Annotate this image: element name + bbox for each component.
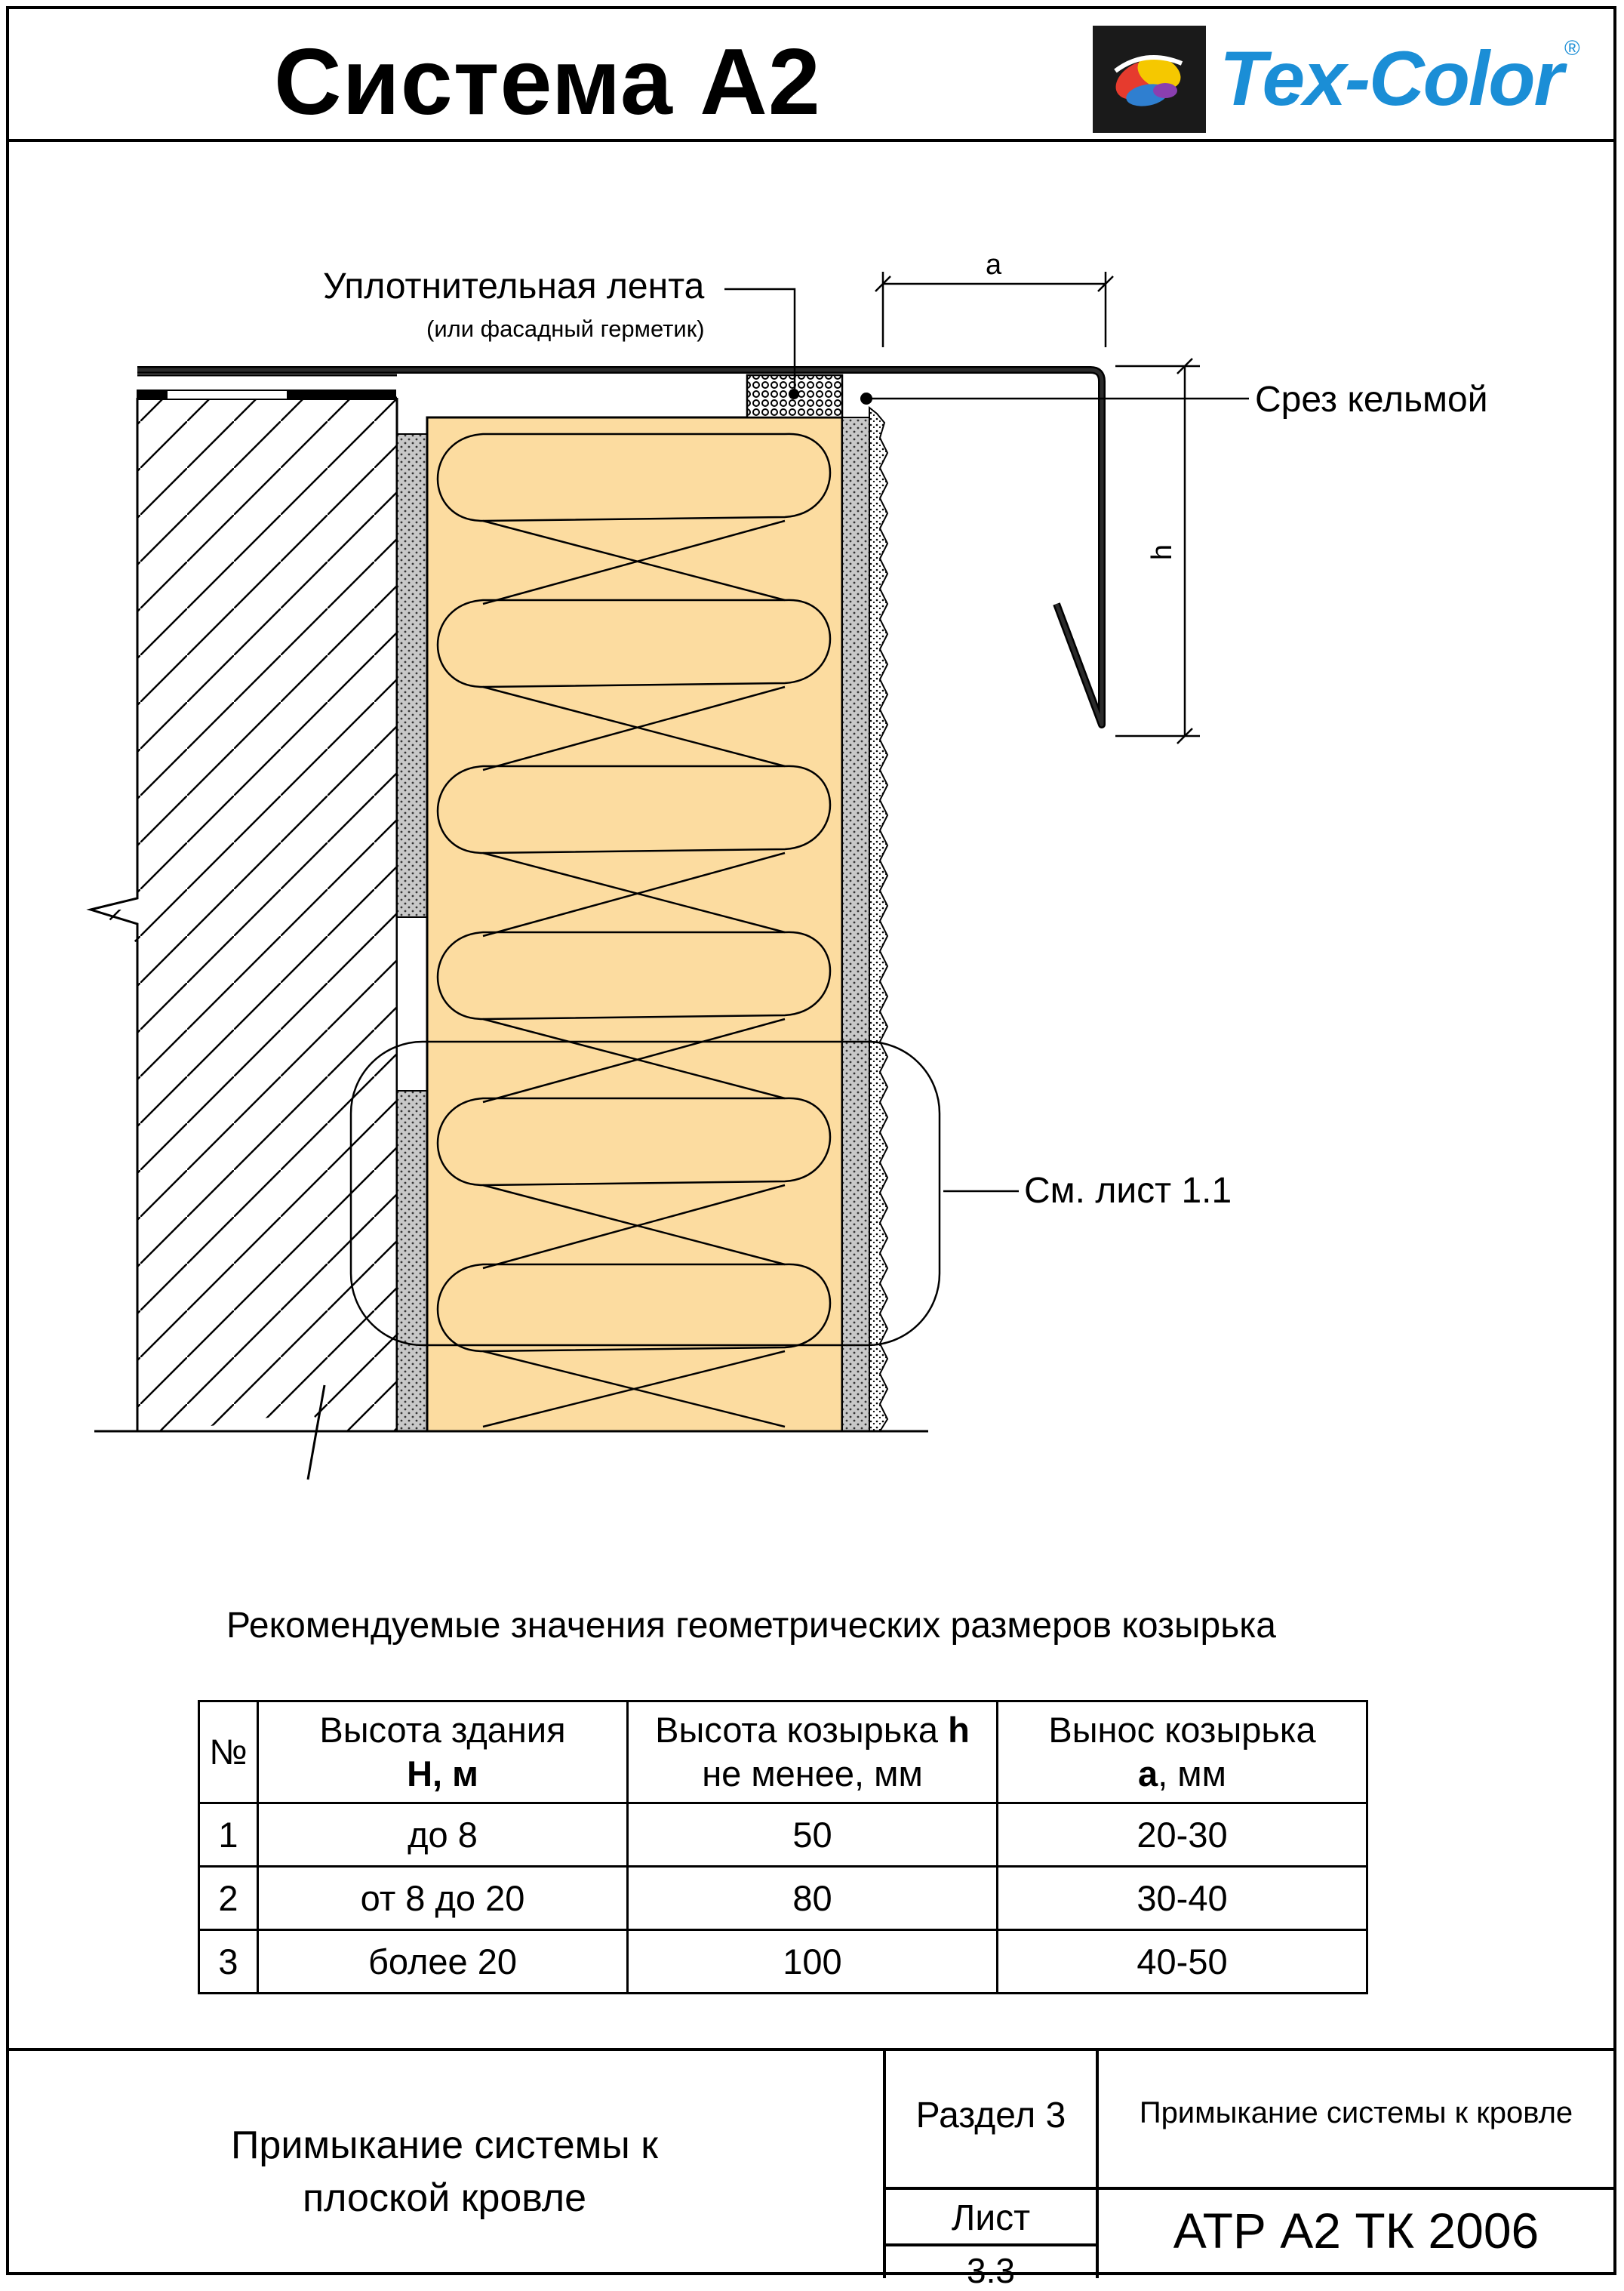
drawing-sheet-frame xyxy=(6,6,1616,2275)
header-flashing-overhang-line1: Вынос козырька xyxy=(1048,1710,1316,1750)
header-flashing-overhang-symbol: а xyxy=(1138,1754,1158,1794)
title-block: Система А2 Tex-Color ® xyxy=(6,6,1616,142)
header-building-height-line1: Высота здания xyxy=(319,1710,566,1750)
logo-mark-icon xyxy=(1093,26,1206,133)
table-title: Рекомендуемые значения геометрических ра… xyxy=(226,1606,1276,1646)
dimension-h xyxy=(1115,358,1200,744)
cell-flashing-height: 100 xyxy=(626,1929,998,1994)
roof-membrane xyxy=(137,374,397,400)
table-row: 3 более 20 100 40-50 xyxy=(198,1929,1368,1994)
header-flashing-height-symbol: h xyxy=(948,1710,970,1750)
header-flashing-height-line1: Высота козырька xyxy=(655,1710,949,1750)
cell-num: 2 xyxy=(198,1865,259,1931)
cell-flashing-height: 80 xyxy=(626,1865,998,1931)
stamp-sheet-label: Лист xyxy=(951,2198,1031,2238)
cell-num: 3 xyxy=(198,1929,259,1994)
stamp-divider xyxy=(883,2051,886,2278)
header-flashing-overhang-unit: , мм xyxy=(1158,1754,1226,1794)
stamp-section-name: Примыкание системы к кровле xyxy=(1139,2096,1573,2129)
recommended-dimensions-table: № Высота здания Н, м Высота козырька h н… xyxy=(198,1700,1368,1994)
section-drawing xyxy=(86,272,1249,1480)
table-row: 2 от 8 до 20 80 30-40 xyxy=(198,1865,1368,1931)
label-sealing-tape-note: (или фасадный герметик) xyxy=(426,316,705,342)
cell-building-height: более 20 xyxy=(257,1929,629,1994)
stamp-drawing-name-line2: плоской кровле xyxy=(302,2176,587,2220)
header-flashing-overhang: Вынос козырька а, мм xyxy=(996,1700,1368,1804)
header-num: № xyxy=(198,1700,259,1804)
stamp-drawing-name-line1: Примыкание системы к xyxy=(231,2123,658,2167)
header-flashing-height: Высота козырька h не менее, мм xyxy=(626,1700,998,1804)
header-flashing-height-line2: не менее, мм xyxy=(702,1754,923,1794)
document-title: Система А2 xyxy=(274,30,821,134)
brand-logo: Tex-Color ® xyxy=(1085,18,1624,146)
header-building-height-line2: Н, м xyxy=(407,1754,478,1794)
adhesive-layer xyxy=(396,433,428,1432)
registered-mark: ® xyxy=(1564,36,1580,60)
mineral-wool-insulation xyxy=(426,416,844,1433)
concrete-wall xyxy=(86,396,398,1480)
header-building-height: Высота здания Н, м xyxy=(257,1700,629,1804)
cell-flashing-overhang: 40-50 xyxy=(996,1929,1368,1994)
table-row: 1 до 8 50 20-30 xyxy=(198,1802,1368,1868)
stamp-sheet-number: 3.3 xyxy=(967,2251,1015,2290)
cell-building-height: до 8 xyxy=(257,1802,629,1868)
cell-building-height: от 8 до 20 xyxy=(257,1865,629,1931)
logo-wordmark: Tex-Color xyxy=(1220,35,1564,122)
detail-callout-outline xyxy=(349,1040,941,1347)
stamp-divider xyxy=(883,2187,1613,2190)
label-sheet-reference: См. лист 1.1 xyxy=(1024,1171,1232,1211)
base-coat-layer xyxy=(841,417,870,1432)
cell-flashing-height: 50 xyxy=(626,1802,998,1868)
dimension-a xyxy=(875,272,1114,347)
title-stamp: Примыкание системы к плоской кровле Разд… xyxy=(6,2048,1616,2290)
stamp-drawing-name: Примыкание системы к плоской кровле xyxy=(6,2119,883,2225)
label-dimension-a: a xyxy=(986,249,1002,281)
stamp-divider xyxy=(1096,2051,1099,2278)
cell-flashing-overhang: 20-30 xyxy=(996,1802,1368,1868)
label-trowel-cut: Срез кельмой xyxy=(1255,380,1488,420)
stamp-section: Раздел 3 xyxy=(915,2095,1066,2135)
label-sealing-tape: Уплотнительная лента xyxy=(323,266,705,306)
stamp-document-code: АТР А2 ТК 2006 xyxy=(1173,2203,1539,2259)
decorative-render-layer xyxy=(869,405,889,1432)
stamp-divider xyxy=(883,2243,1099,2246)
table-header-row: № Высота здания Н, м Высота козырька h н… xyxy=(198,1700,1368,1804)
label-dimension-h: h xyxy=(1146,543,1179,561)
cell-num: 1 xyxy=(198,1802,259,1868)
cell-flashing-overhang: 30-40 xyxy=(996,1865,1368,1931)
